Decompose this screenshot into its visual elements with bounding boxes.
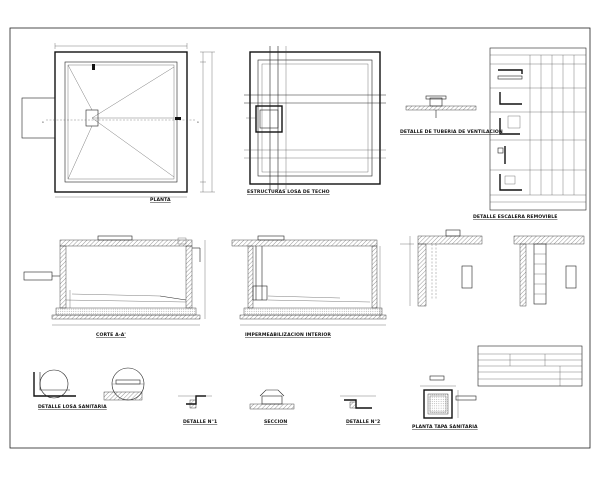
roof-slab-structure-view (244, 46, 386, 190)
losa-sanitaria-title: DETALLE LOSA SANITARIA (38, 404, 107, 410)
planta-view: A A (21, 43, 215, 198)
detail-2-view (340, 395, 376, 409)
detalle-2-title: DETALLE N°2 (346, 419, 380, 425)
reinforcement-schedule-table (489, 47, 587, 211)
interior-waterproofing-view (231, 235, 387, 326)
seccion-title: SECCION (264, 419, 287, 425)
ventilacion-title: DETALLE DE TUBERIA DE VENTILACION (400, 129, 503, 135)
ladder-section-view-right (513, 235, 585, 307)
sanitary-cover-plan-view (420, 375, 477, 419)
section-view (249, 389, 295, 410)
sheet-border (9, 27, 591, 449)
detalle-1-title: DETALLE N°1 (183, 419, 217, 425)
section-aa-view (23, 235, 206, 326)
corte-aa-title: CORTE A-A' (96, 332, 126, 338)
sanitary-slab-detail-view (33, 367, 145, 401)
impermeabilizacion-title: IMPERMEABILIZACION INTERIOR (245, 332, 331, 338)
ladder-section-view-left (400, 229, 483, 307)
section-marker-right: A (197, 120, 199, 124)
detail-1-view (178, 395, 212, 409)
section-marker-left: A (42, 120, 44, 124)
planta-tapa-title: PLANTA TAPA SANITARIA (412, 424, 478, 430)
quantities-table (477, 345, 583, 387)
ventilation-detail-view (405, 95, 477, 118)
escalera-title: DETALLE ESCALERA REMOVIBLE (473, 214, 557, 220)
planta-title: PLANTA (150, 197, 171, 203)
estructuras-title: ESTRUCTURAS LOSA DE TECHO (247, 189, 330, 195)
